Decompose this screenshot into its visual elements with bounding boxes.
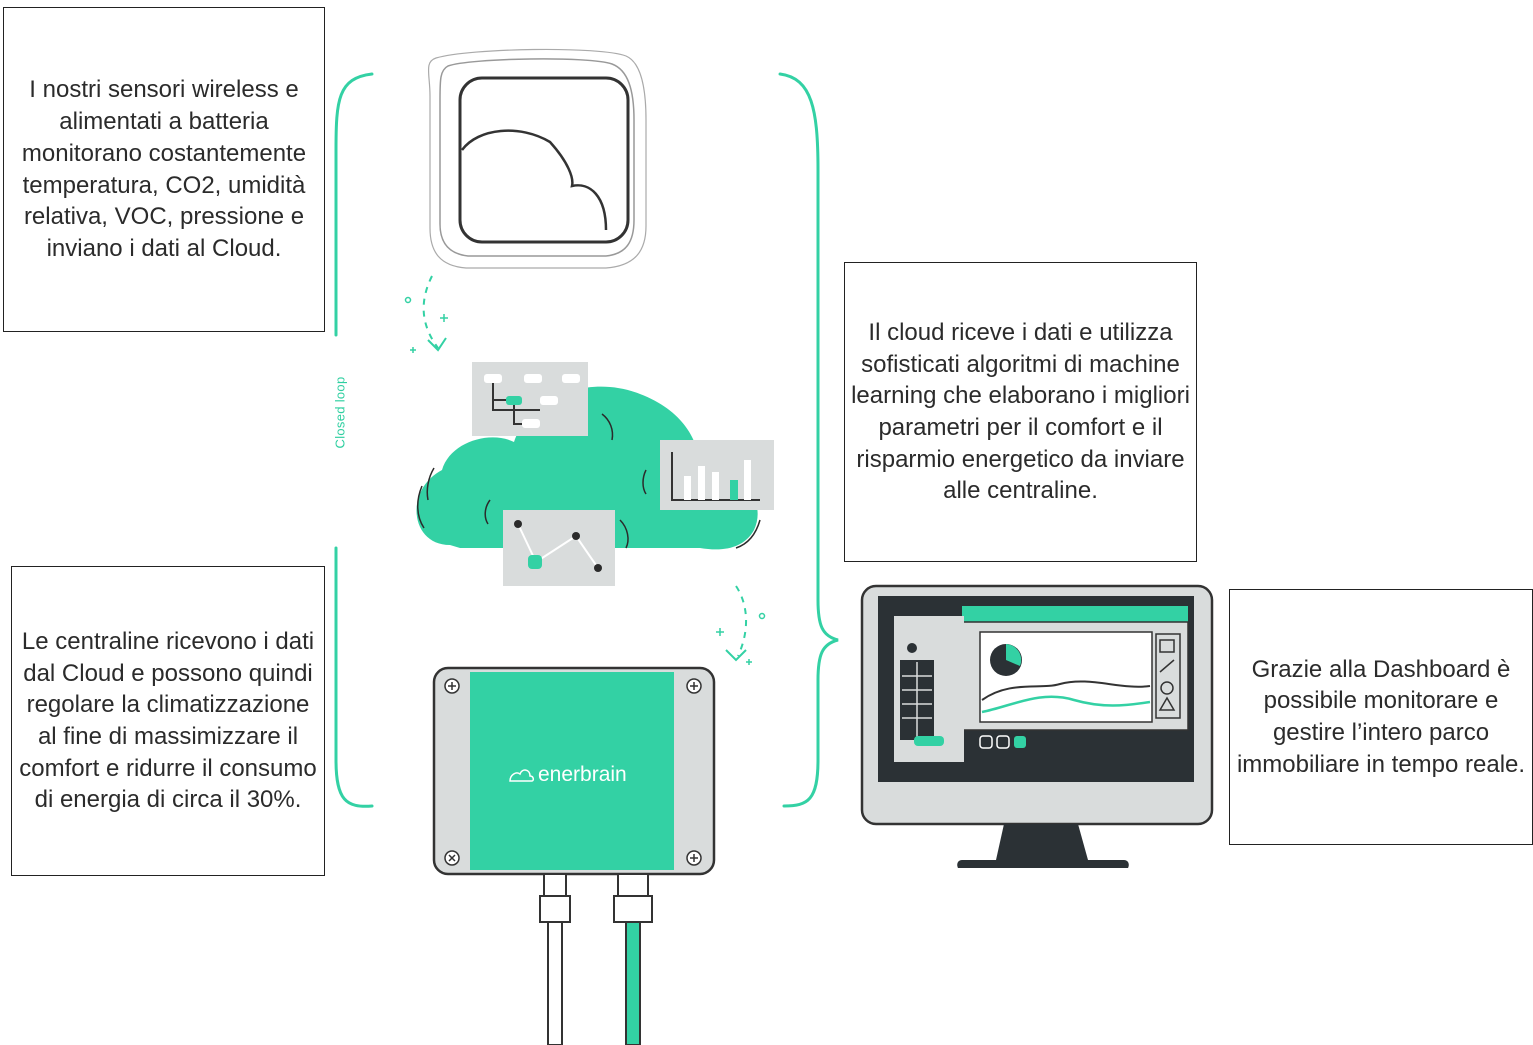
sensors-description: I nostri sensori wireless e alimentati a… — [3, 7, 325, 332]
dashboard-description: Grazie alla Dashboard è possibile monito… — [1229, 589, 1533, 845]
cloud-description: Il cloud riceve i dati e utilizza sofist… — [844, 262, 1197, 562]
dashboard-monitor — [860, 584, 1214, 868]
left-bracket-bottom — [334, 546, 374, 808]
arrow-sensor-to-cloud — [404, 275, 448, 353]
cloud — [416, 362, 774, 586]
central-unit: enerbrain — [432, 666, 716, 1045]
central-unit-description: Le centraline ricevono i dati dal Cloud … — [11, 566, 325, 876]
left-bracket-top — [334, 72, 374, 337]
right-brace — [778, 72, 839, 808]
sensor-device — [427, 48, 647, 269]
enerbrain-logo-icon — [509, 769, 535, 782]
brand-name: enerbrain — [538, 763, 627, 786]
arrow-cloud-to-central-unit — [716, 585, 766, 665]
